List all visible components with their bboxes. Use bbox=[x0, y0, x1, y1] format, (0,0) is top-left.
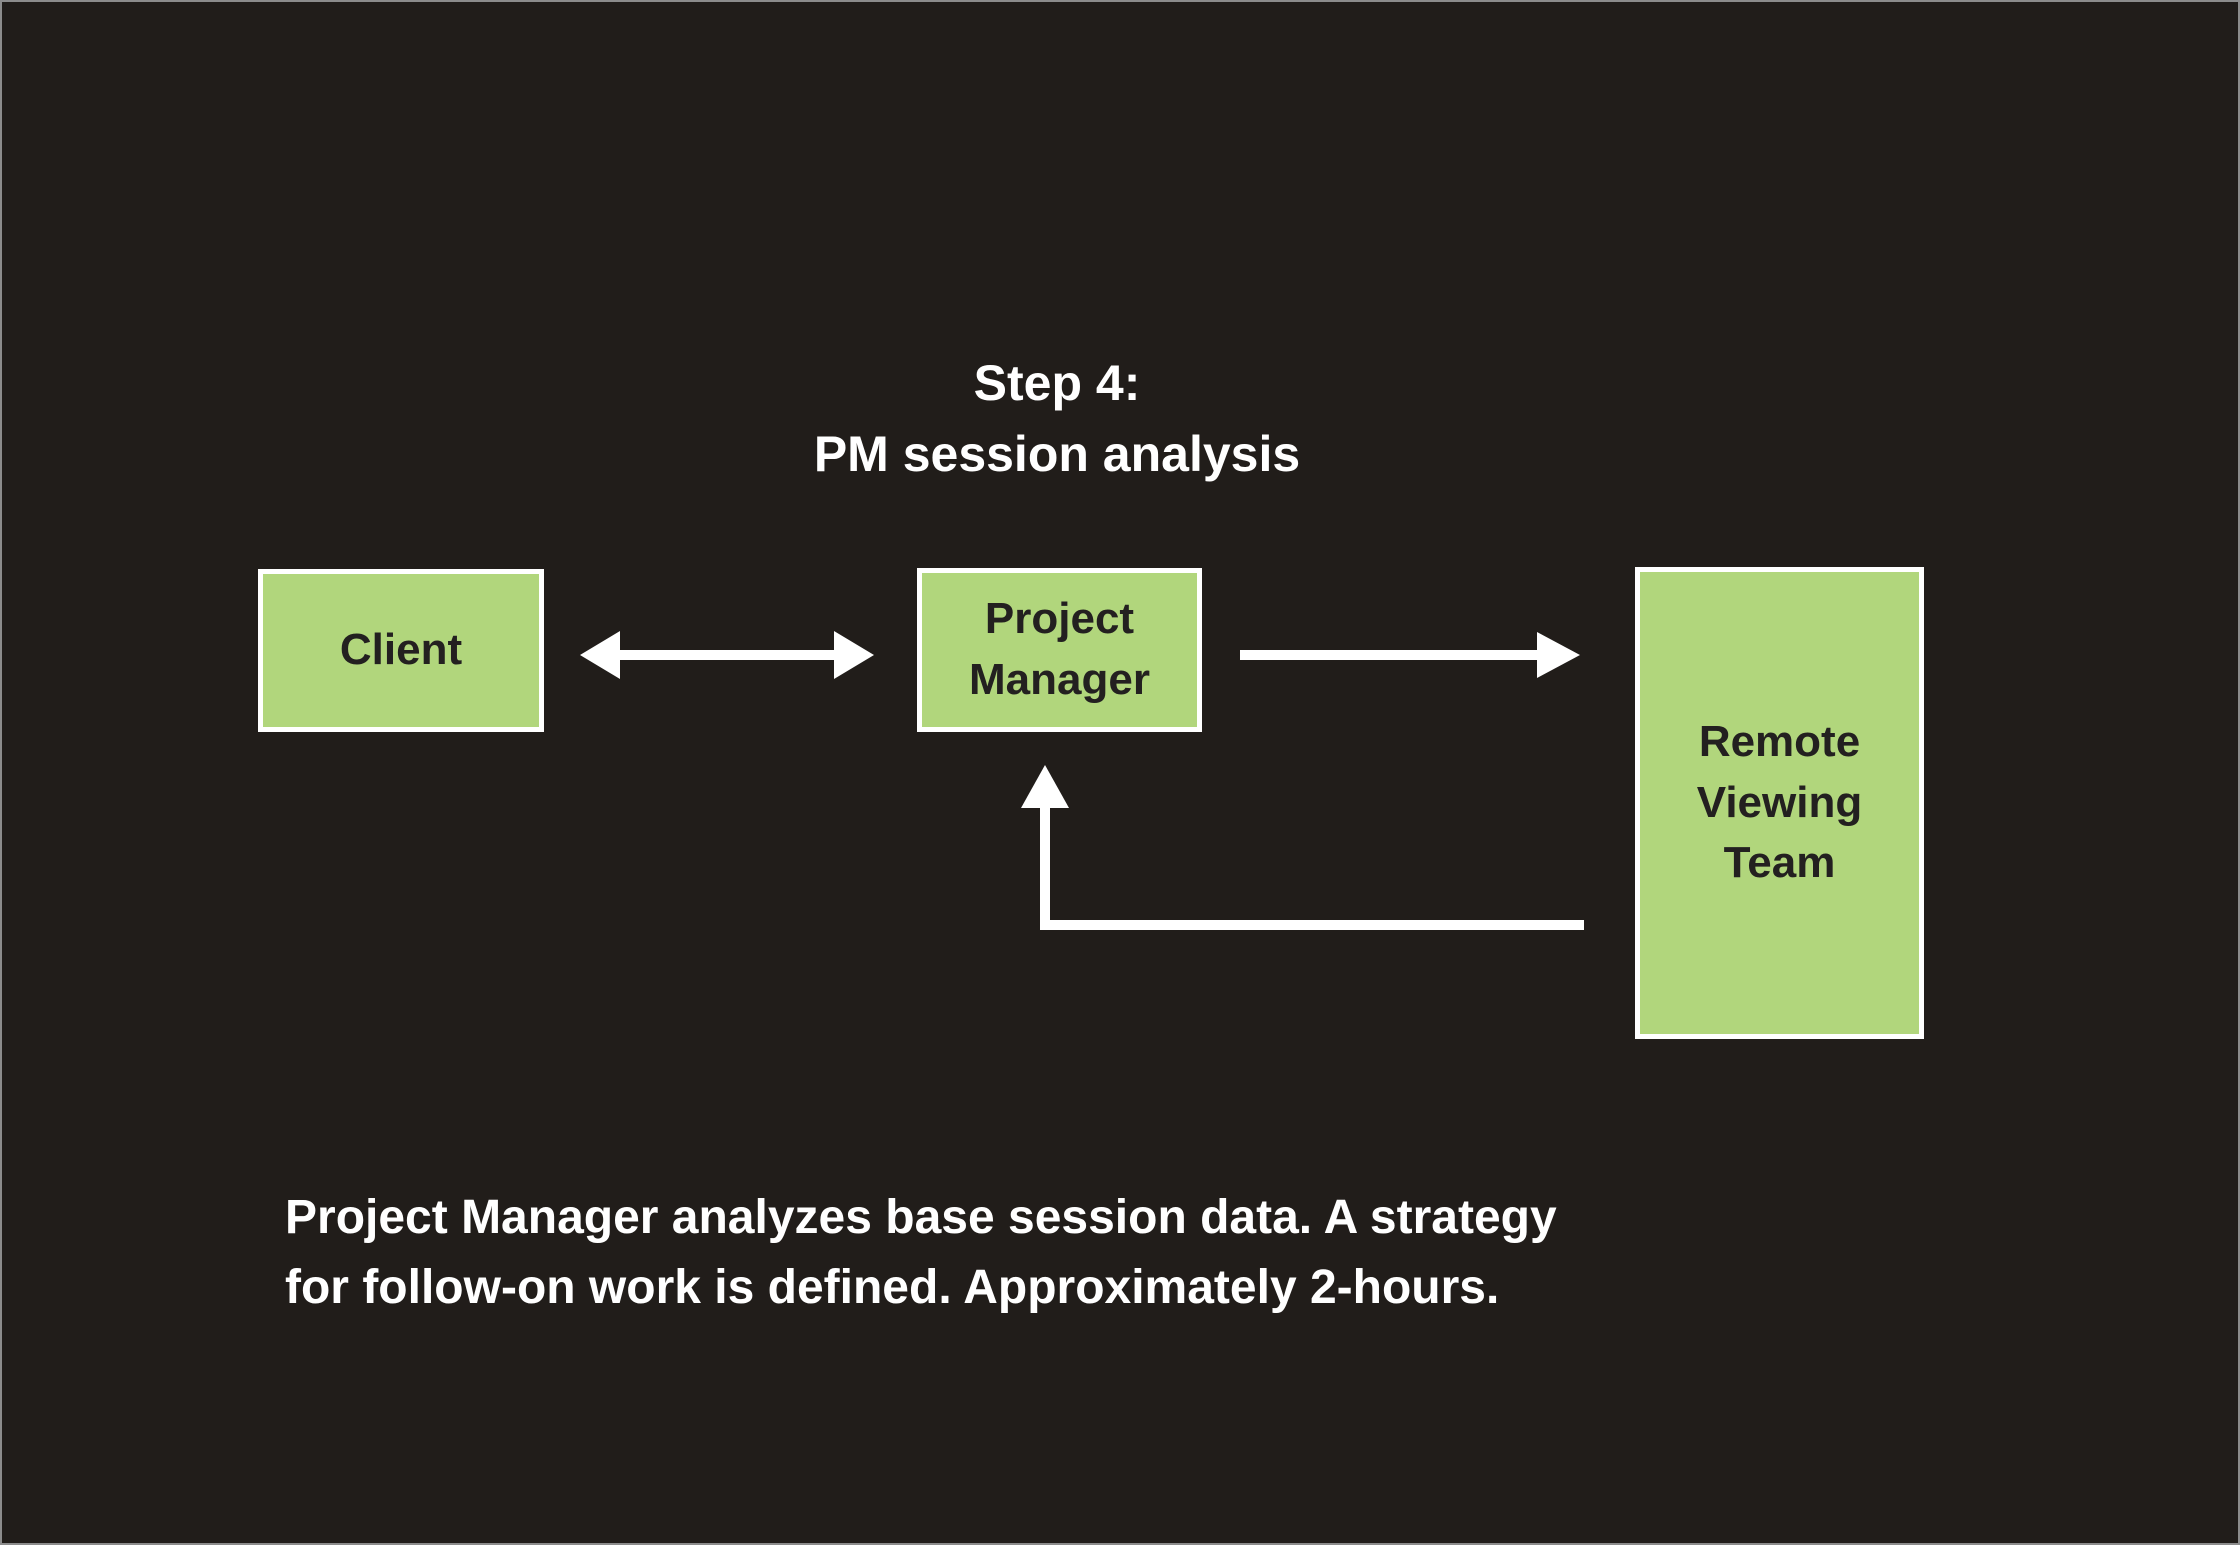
node-project-manager: Project Manager bbox=[917, 568, 1202, 732]
arrow-client-pm-bidirectional-icon bbox=[580, 631, 874, 679]
arrow-pm-to-rvt-icon bbox=[1240, 632, 1580, 678]
node-remote-viewing-team: Remote Viewing Team bbox=[1635, 567, 1924, 1039]
node-project-manager-label: Project Manager bbox=[969, 594, 1150, 704]
node-client-label: Client bbox=[339, 625, 463, 675]
step-title-line1: Step 4: bbox=[973, 355, 1141, 411]
step-title-line2: PM session analysis bbox=[813, 426, 1301, 482]
node-remote-viewing-team-label: Remote Viewing Team bbox=[1696, 716, 1863, 888]
step-title: Step 4: PM session analysis bbox=[557, 348, 1557, 490]
caption: Project Manager analyzes base session da… bbox=[285, 1183, 1715, 1323]
node-client: Client bbox=[258, 569, 544, 732]
arrow-rvt-to-pm-feedback-icon bbox=[1021, 765, 1584, 930]
caption-line2: for follow-on work is defined. Approxima… bbox=[285, 1261, 1500, 1314]
caption-line1: Project Manager analyzes base session da… bbox=[285, 1191, 1557, 1244]
